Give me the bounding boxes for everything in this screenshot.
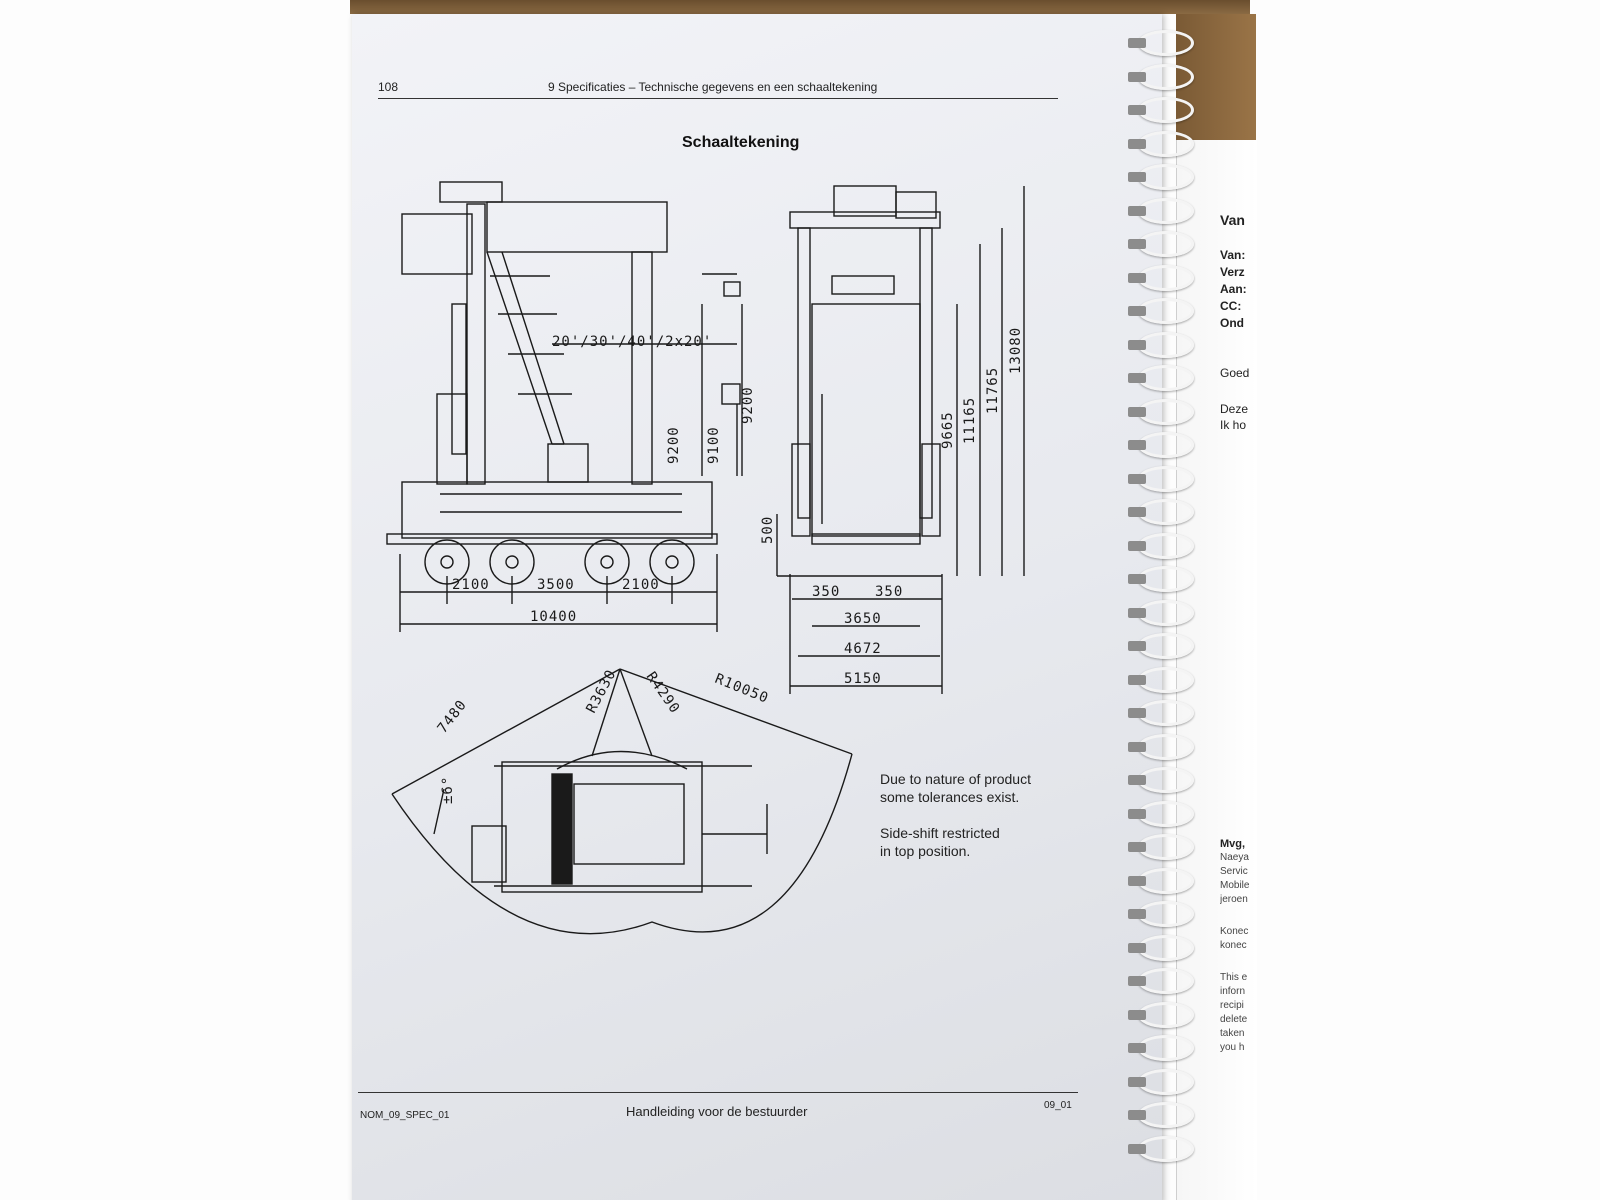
page-number: 108 bbox=[378, 80, 399, 94]
dim-side-9200-b: 9200 bbox=[740, 386, 756, 424]
note-sideshift-1: Side-shift restricted bbox=[880, 825, 1000, 841]
adj-field: CC: bbox=[1220, 299, 1242, 313]
spiral-coil bbox=[1128, 1035, 1194, 1063]
doc-code: NOM_09_SPEC_01 bbox=[360, 1110, 450, 1121]
adj-foot: taken bbox=[1220, 1028, 1245, 1039]
spiral-coil bbox=[1128, 63, 1194, 92]
spiral-coil bbox=[1128, 465, 1194, 494]
spiral-coil bbox=[1128, 432, 1194, 460]
adj-line: Deze bbox=[1220, 402, 1249, 416]
spiral-coil bbox=[1128, 130, 1194, 159]
spiral-coil bbox=[1128, 800, 1194, 829]
spiral-coil bbox=[1128, 30, 1194, 58]
top-view bbox=[391, 668, 853, 935]
spiral-coil bbox=[1128, 700, 1194, 728]
dim-side-9200-a: 9200 bbox=[666, 426, 682, 464]
spiral-coil bbox=[1128, 599, 1194, 628]
note-tolerance-2: some tolerances exist. bbox=[880, 789, 1020, 805]
spiral-coil bbox=[1128, 867, 1194, 896]
adj-foot: delete bbox=[1220, 1014, 1248, 1025]
radius-10050: R10050 bbox=[713, 671, 771, 707]
dim-front-350-b: 350 bbox=[875, 584, 903, 600]
manual-title: Handleiding voor de bestuurder bbox=[626, 1104, 808, 1119]
spiral-coil bbox=[1128, 733, 1194, 762]
adj-sig: Servic bbox=[1220, 866, 1248, 877]
spiral-coil bbox=[1128, 1135, 1194, 1164]
adj-line: Goed bbox=[1220, 366, 1250, 380]
spiral-coil bbox=[1128, 834, 1194, 862]
adj-sig: Mobile bbox=[1220, 880, 1250, 891]
spiral-coil bbox=[1128, 97, 1194, 125]
spiral-coil bbox=[1128, 767, 1194, 795]
drawing-title: Schaaltekening bbox=[682, 134, 800, 151]
dim-front-11765: 11765 bbox=[985, 367, 1001, 414]
adj-foot: you h bbox=[1220, 1042, 1245, 1053]
dim-front-3650: 3650 bbox=[844, 611, 882, 627]
side-view bbox=[386, 181, 743, 632]
spiral-coil bbox=[1128, 934, 1194, 963]
adj-field: Ond bbox=[1220, 316, 1244, 330]
dim-side-9100: 9100 bbox=[706, 426, 722, 464]
adjacent-page-text: Van Van: Verz Aan: CC: Ond Goed Deze Ik … bbox=[1220, 0, 1260, 1200]
dim-axle-2: 3500 bbox=[537, 577, 575, 593]
footer-rule bbox=[358, 1092, 1078, 1093]
radius-3630: R3630 bbox=[583, 667, 619, 716]
spiral-coil bbox=[1128, 633, 1194, 661]
spiral-coil bbox=[1128, 901, 1194, 929]
dim-axle-1: 2100 bbox=[452, 577, 490, 593]
dim-front-5150: 5150 bbox=[844, 671, 882, 687]
header-rule bbox=[378, 98, 1058, 99]
spiral-coil bbox=[1128, 197, 1194, 226]
front-view bbox=[776, 185, 1025, 694]
spiral-coil bbox=[1128, 566, 1194, 594]
spiral-coil bbox=[1128, 298, 1194, 326]
dim-overall-length: 10400 bbox=[530, 609, 577, 625]
adj-foot: recipi bbox=[1220, 1000, 1244, 1011]
spiral-coil bbox=[1128, 1068, 1194, 1097]
dim-front-11165: 11165 bbox=[962, 397, 978, 444]
adj-field: Van: bbox=[1220, 248, 1246, 262]
adj-heading: Van bbox=[1220, 212, 1245, 228]
spiral-coil bbox=[1128, 331, 1194, 360]
adj-sig: Naeya bbox=[1220, 852, 1249, 863]
note-sideshift-2: in top position. bbox=[880, 843, 971, 859]
spiral-binding bbox=[1128, 30, 1208, 1180]
dim-front-9665: 9665 bbox=[940, 411, 956, 449]
adj-line: Ik ho bbox=[1220, 418, 1247, 432]
adj-foot: konec bbox=[1220, 940, 1247, 951]
spiral-coil bbox=[1128, 164, 1194, 192]
chapter-title: 9 Specificaties – Technische gegevens en… bbox=[548, 80, 878, 94]
dim-front-350-a: 350 bbox=[812, 584, 840, 600]
adj-sig: jeroen bbox=[1220, 894, 1248, 905]
spiral-coil bbox=[1128, 666, 1194, 695]
adj-field: Verz bbox=[1220, 265, 1245, 279]
radius-4290: R4290 bbox=[643, 669, 683, 717]
adj-foot: This e bbox=[1220, 972, 1248, 983]
adj-sig: Mvg, bbox=[1220, 838, 1246, 850]
dim-front-4672: 4672 bbox=[844, 641, 882, 657]
spiral-coil bbox=[1128, 365, 1194, 393]
container-size-label: 20'/30'/40'/2x20' bbox=[552, 334, 712, 350]
spiral-coil bbox=[1128, 231, 1194, 259]
spiral-coil bbox=[1128, 1102, 1194, 1130]
dim-front-500: 500 bbox=[760, 516, 776, 544]
dim-front-13080: 13080 bbox=[1008, 327, 1024, 374]
wood-table-top bbox=[350, 0, 1250, 14]
spiral-coil bbox=[1128, 532, 1194, 561]
angle-label: ±6° bbox=[440, 776, 456, 804]
adj-foot: Konec bbox=[1220, 926, 1249, 937]
dim-axle-3: 2100 bbox=[622, 577, 660, 593]
note-tolerance-1: Due to nature of product bbox=[880, 771, 1031, 787]
spiral-coil bbox=[1128, 499, 1194, 527]
spiral-coil bbox=[1128, 398, 1194, 427]
dim-top-7480: 7480 bbox=[435, 697, 471, 737]
adj-foot: inforn bbox=[1220, 986, 1246, 997]
spiral-coil bbox=[1128, 968, 1194, 996]
revision: 09_01 bbox=[1044, 1100, 1072, 1111]
adj-field: Aan: bbox=[1220, 282, 1247, 296]
spiral-coil bbox=[1128, 264, 1194, 293]
scale-drawing: 20'/30'/40'/2x20' 9200 9100 9200 2100 35… bbox=[386, 181, 1025, 935]
spiral-coil bbox=[1128, 1001, 1194, 1030]
